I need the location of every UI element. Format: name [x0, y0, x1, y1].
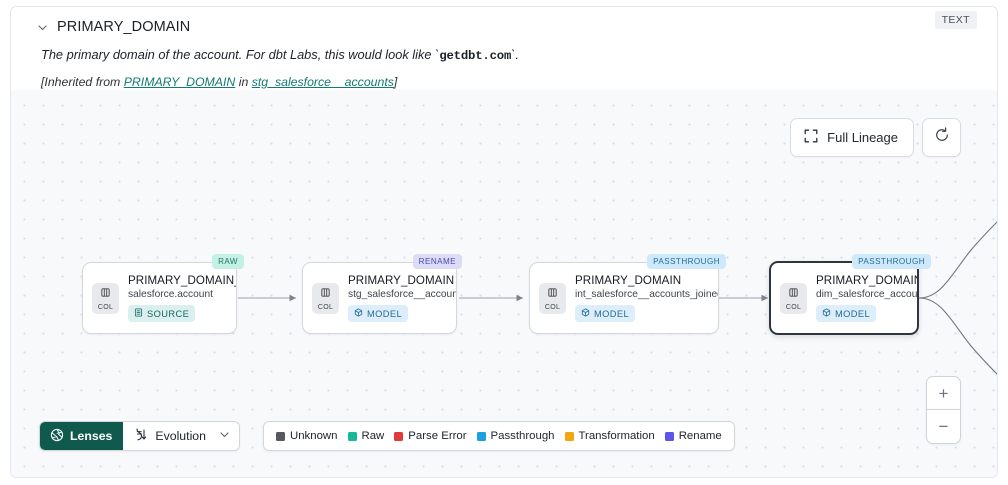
refresh-button[interactable] [922, 118, 961, 157]
type-badge: TEXT [934, 11, 977, 29]
column-description: The primary domain of the account. For d… [41, 47, 519, 63]
legend-item: Raw [347, 430, 385, 442]
legend: Unknown Raw Parse Error Passthrough Tran… [263, 421, 735, 451]
node-name: PRIMARY_DOMAIN [348, 274, 455, 287]
cube-icon [354, 308, 363, 319]
inherited-suffix: ] [393, 75, 398, 89]
full-lineage-button[interactable]: Full Lineage [790, 118, 914, 157]
legend-swatch [347, 431, 357, 441]
node-kind-label: MODEL [835, 308, 871, 319]
full-lineage-label: Full Lineage [827, 130, 898, 145]
column-icon [788, 285, 799, 303]
legend-swatch [476, 431, 486, 441]
legend-swatch [394, 431, 404, 441]
column-chip: COL [92, 282, 119, 314]
column-header-card: PRIMARY_DOMAIN TEXT The primary domain o… [10, 6, 998, 90]
legend-label: Passthrough [490, 430, 555, 442]
legend-label: Raw [361, 430, 385, 442]
legend-swatch [564, 431, 574, 441]
node-tag: PASSTHROUGH [852, 254, 931, 269]
legend-label: Unknown [290, 430, 338, 442]
node-kind-badge: MODEL [348, 305, 409, 322]
legend-item: Transformation [564, 430, 655, 442]
cube-icon [822, 308, 831, 319]
inherited-model-link[interactable]: stg_salesforce__accounts [251, 75, 394, 89]
lineage-node[interactable]: PASSTHROUGH COL PRIMARY_DOMAIN dim_sales… [769, 254, 931, 335]
zoom-out-button[interactable]: − [938, 417, 949, 436]
node-tag: RENAME [412, 254, 462, 269]
node-subtitle: int_salesforce__accounts_joined [575, 289, 718, 300]
lineage-edges [238, 221, 997, 375]
column-icon [320, 285, 331, 303]
column-chip: COL [539, 282, 566, 314]
cube-icon [581, 308, 590, 319]
node-kind-badge: MODEL [575, 305, 636, 322]
node-kind-label: MODEL [594, 308, 630, 319]
inherited-middle: in [235, 75, 252, 89]
inherited-column-link[interactable]: PRIMARY_DOMAIN [123, 75, 236, 89]
lenses-label: Lenses [70, 429, 113, 443]
evolution-label: Evolution [155, 429, 206, 443]
description-code: getdbt.com [439, 49, 512, 63]
column-chip-label: COL [317, 304, 334, 311]
evolution-icon [133, 427, 148, 445]
description-prefix: The primary domain of the account. For d… [41, 47, 440, 62]
column-chip-label: COL [785, 304, 802, 311]
lineage-node[interactable]: RENAME COL PRIMARY_DOMAIN stg_salesforce… [302, 254, 462, 334]
node-kind-label: MODEL [367, 308, 403, 319]
inherited-prefix: [Inherited from [41, 75, 124, 89]
node-tag: RAW [212, 254, 244, 269]
legend-item: Passthrough [476, 430, 555, 442]
chevron-down-icon [219, 429, 230, 443]
zoom-in-button[interactable]: + [927, 377, 960, 410]
evolution-dropdown[interactable]: Evolution [123, 422, 239, 450]
legend-item: Parse Error [394, 430, 467, 442]
description-suffix: `. [511, 47, 519, 62]
legend-label: Rename [678, 430, 722, 442]
legend-label: Transformation [578, 430, 655, 442]
node-kind-badge: SOURCE [128, 305, 196, 322]
lenses-button[interactable]: Lenses [40, 422, 124, 450]
legend-item: Unknown [276, 430, 338, 442]
lineage-canvas[interactable]: Full Lineage RAW [10, 90, 998, 478]
database-icon [134, 308, 143, 319]
column-header-row: PRIMARY_DOMAIN [11, 15, 997, 39]
node-name: PRIMARY_DOMAIN__C [128, 274, 236, 287]
node-kind-badge: MODEL [816, 305, 877, 322]
chevron-down-icon[interactable] [31, 22, 53, 33]
legend-swatch [664, 431, 674, 441]
column-icon [547, 285, 558, 303]
lenses-toolbar: Lenses Evolution [39, 421, 240, 451]
expand-icon [804, 129, 818, 146]
lineage-node[interactable]: RAW COL PRIMARY_DOMAIN__C salesforce.acc… [82, 254, 244, 334]
zoom-controls: + − [926, 376, 961, 444]
column-chip-label: COL [97, 304, 114, 311]
column-chip: COL [780, 282, 807, 314]
refresh-icon [934, 127, 950, 148]
column-chip-label: COL [544, 304, 561, 311]
lineage-node[interactable]: PASSTHROUGH COL PRIMARY_DOMAIN int_sales… [529, 254, 726, 334]
node-subtitle: salesforce.account [128, 289, 213, 300]
node-tag: PASSTHROUGH [647, 254, 726, 269]
column-chip: COL [312, 282, 339, 314]
column-icon [100, 285, 111, 303]
node-subtitle: dim_salesforce_accounts [816, 289, 917, 300]
legend-label: Parse Error [408, 430, 467, 442]
node-kind-label: SOURCE [147, 308, 190, 319]
node-name: PRIMARY_DOMAIN [816, 274, 917, 287]
legend-item: Rename [664, 430, 722, 442]
node-name: PRIMARY_DOMAIN [575, 274, 682, 287]
node-subtitle: stg_salesforce__accounts [348, 289, 456, 300]
canvas-toolbar: Full Lineage [790, 118, 961, 157]
aperture-icon [50, 428, 64, 445]
page-title: PRIMARY_DOMAIN [57, 19, 191, 35]
inherited-from-line: [Inherited from PRIMARY_DOMAIN in stg_sa… [41, 75, 397, 89]
legend-swatch [276, 431, 285, 441]
